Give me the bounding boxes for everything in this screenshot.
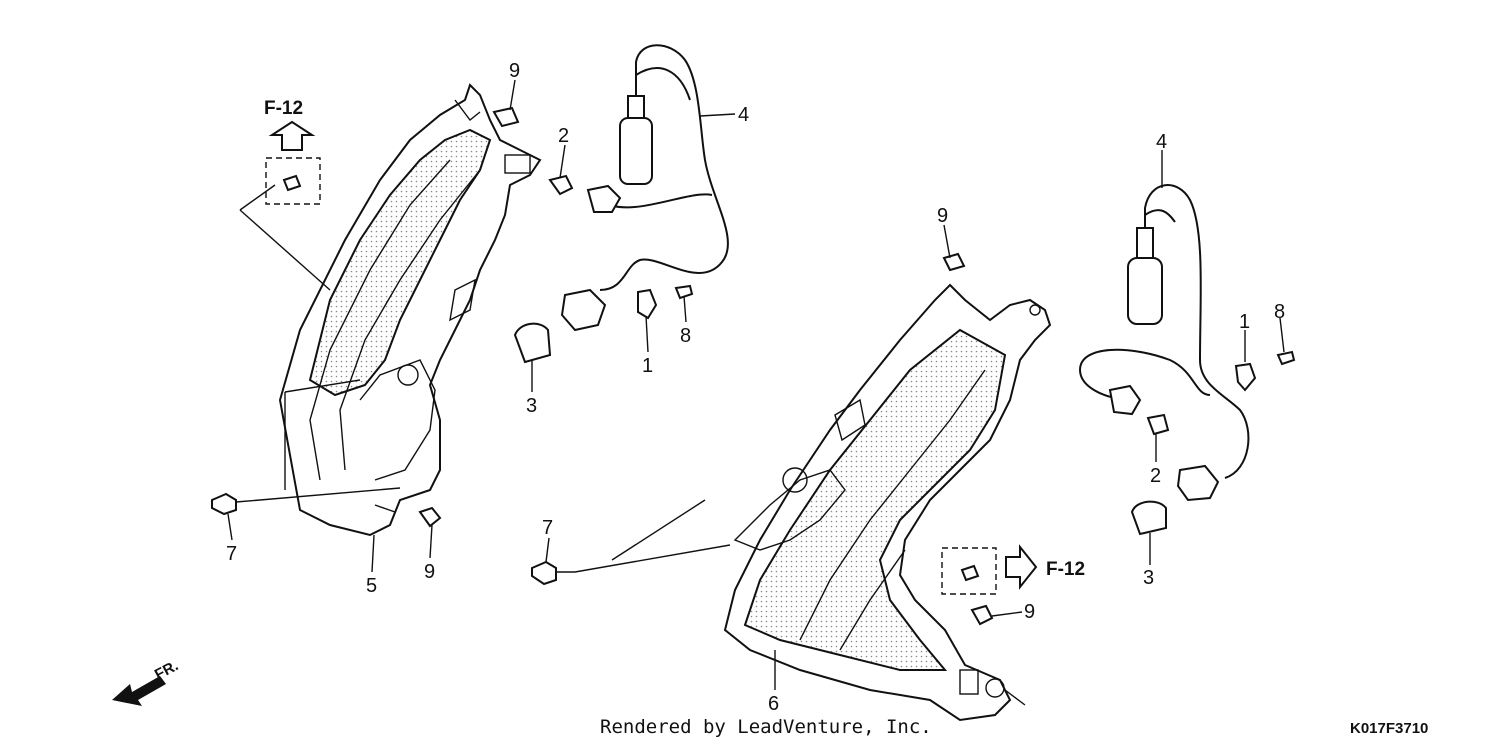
- callout-9-left-bottom: 9: [424, 561, 435, 583]
- right-screw-9-bottom: [970, 604, 994, 626]
- callout-7-right: 7: [542, 517, 553, 539]
- left-bolt-7: [211, 492, 237, 516]
- left-screw-9-bottom: [418, 506, 442, 528]
- left-bulb-3: [513, 322, 552, 364]
- right-socket-upper: [1108, 384, 1142, 416]
- right-bolt-7: [531, 560, 557, 586]
- diagram-code: K017F3710: [1350, 720, 1428, 737]
- callout-7-left: 7: [226, 543, 237, 565]
- right-fasteners: [531, 499, 994, 626]
- callout-labels: 9 2 4 8 1 3 7 5 9 9 4 1 8 2 3 7 9 6: [226, 60, 1285, 715]
- left-winker-housing: [278, 83, 542, 537]
- callout-9-left-top: 9: [509, 60, 520, 82]
- callout-5: 5: [366, 575, 377, 597]
- left-screw-8: [674, 284, 694, 300]
- right-harness-coupler: [1127, 257, 1163, 325]
- left-screw-9-top: [492, 106, 520, 128]
- callout-1-right: 1: [1239, 311, 1250, 333]
- callout-2-left: 2: [558, 125, 569, 147]
- left-socket-lower: [560, 288, 607, 332]
- callout-6: 6: [768, 693, 779, 715]
- left-bulb-socket-harness: [492, 44, 729, 364]
- right-clamp-1: [1234, 362, 1257, 392]
- rendered-by-credit: Rendered by LeadVenture, Inc.: [600, 716, 932, 738]
- callout-4-right: 4: [1156, 131, 1167, 153]
- up-arrow-icon: [268, 120, 316, 151]
- right-screw-8: [1276, 350, 1296, 366]
- right-winker-housing: [723, 283, 1052, 722]
- reference-label-left: F-12: [264, 98, 303, 119]
- callout-1-left: 1: [642, 355, 653, 377]
- front-arrow: FR.: [112, 657, 181, 706]
- right-bulb-3: [1130, 500, 1167, 536]
- callout-9-right-bottom: 9: [1024, 601, 1035, 623]
- callout-8-right: 8: [1274, 301, 1285, 323]
- callout-3-right: 3: [1143, 567, 1154, 589]
- callout-9-right-top: 9: [937, 205, 948, 227]
- right-arrow-icon: [1005, 544, 1038, 590]
- callout-leaders: [227, 79, 1285, 706]
- right-bulb-socket-harness: [942, 184, 1296, 536]
- reference-label-right: F-12: [1046, 559, 1085, 580]
- left-reference-box: [265, 120, 321, 205]
- callout-8-left: 8: [680, 325, 691, 347]
- left-fasteners: [211, 184, 442, 528]
- right-bulb-2: [1146, 413, 1170, 436]
- left-bulb-2: [548, 174, 574, 196]
- right-screw-9-top: [942, 252, 966, 272]
- right-socket-lower: [1176, 464, 1220, 502]
- left-socket-upper: [586, 184, 622, 213]
- left-clamp-1: [637, 288, 658, 320]
- callout-4-left: 4: [738, 104, 749, 126]
- callout-3-left: 3: [526, 395, 537, 417]
- front-arrow-icon: [112, 676, 166, 706]
- right-reference-box: [941, 544, 1038, 595]
- left-harness-coupler: [619, 117, 653, 185]
- callout-2-right: 2: [1150, 465, 1161, 487]
